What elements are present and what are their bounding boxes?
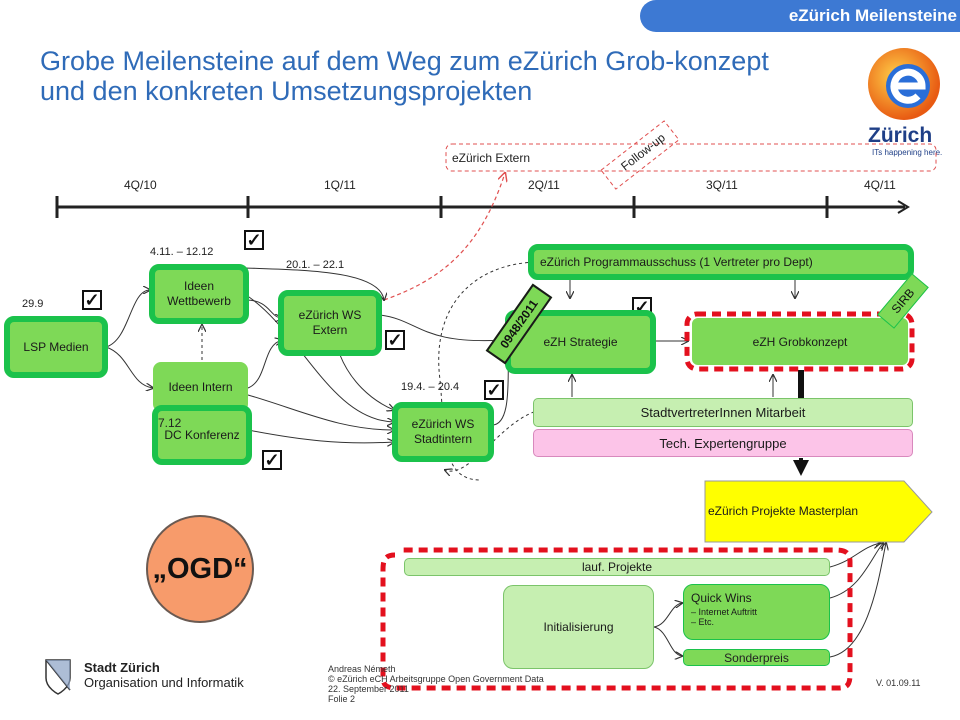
box-quick-wins: Quick Wins – Internet Auftritt – Etc. <box>683 584 830 640</box>
city-crest-icon <box>45 659 71 695</box>
logo-tagline: ITs happening here. <box>872 148 943 157</box>
ogd-circle: „OGD“ <box>146 515 254 623</box>
ezuerich-logo-icon <box>868 48 940 120</box>
date-label: 29.9 <box>22 298 44 310</box>
quarter-label-2: 1Q/11 <box>324 178 356 192</box>
extern-frame <box>445 143 937 172</box>
checkbox-icon: ✓ <box>484 380 504 400</box>
bar-lauf-projekte: lauf. Projekte <box>404 558 830 576</box>
projects-frame <box>380 547 853 691</box>
date-label: 4.11. – 12.12 <box>150 246 214 258</box>
date-label: 20.1. – 22.1 <box>286 259 345 271</box>
box-programmausschuss: eZürich Programmausschuss (1 Vertreter p… <box>528 244 914 280</box>
date-label: 7.12 <box>158 416 182 430</box>
box-dc-konferenz: DC Konferenz <box>152 405 252 465</box>
quick-wins-title: Quick Wins <box>691 591 752 605</box>
quarter-label-3: 2Q/11 <box>528 178 560 192</box>
header-tab <box>640 0 960 32</box>
date-label: 19.4. – 20.4 <box>401 381 460 393</box>
checkbox-icon: ✓ <box>82 290 102 310</box>
quick-wins-item: – Internet Auftritt <box>691 607 758 617</box>
box-masterplan: eZürich Projekte Masterplan <box>708 504 859 518</box>
box-ideen-wettbewerb: Ideen Wettbewerb <box>149 264 249 324</box>
page-title: Grobe Meilensteine auf dem Weg zum eZüri… <box>40 46 769 106</box>
quarter-label-4: 3Q/11 <box>706 178 738 192</box>
bar-tech-expertengruppe: Tech. Expertengruppe <box>533 429 913 457</box>
checkbox-icon: ✓ <box>244 230 264 250</box>
box-ws-extern: eZürich WS Extern <box>278 290 382 356</box>
box-initialisierung: Initialisierung <box>503 585 654 669</box>
version-label: V. 01.09.11 <box>876 678 921 688</box>
box-lsp-medien: LSP Medien <box>4 316 108 378</box>
logo-text: Zürich <box>868 124 933 147</box>
quarter-label-5: 4Q/11 <box>864 178 896 192</box>
quarter-label-1: 4Q/10 <box>124 178 157 192</box>
box-ezh-grobkonzept: eZH Grobkonzept <box>692 318 908 365</box>
timeline-axis <box>55 196 910 218</box>
footer-meta: Andreas Németh © eZürich eCH Arbeitsgrup… <box>328 664 544 704</box>
quick-wins-item: – Etc. <box>691 617 715 627</box>
checkbox-icon: ✓ <box>385 330 405 350</box>
header-tab-label: eZürich Meilensteine <box>788 6 957 25</box>
masterplan-shape <box>704 480 933 543</box>
bar-sonderpreis: Sonderpreis <box>683 649 830 666</box>
checkbox-icon: ✓ <box>262 450 282 470</box>
footer-org: Stadt Zürich Organisation und Informatik <box>84 660 244 690</box>
extern-label: eZürich Extern <box>452 151 531 165</box>
box-ws-stadtintern: eZürich WS Stadtintern <box>392 402 494 462</box>
bar-stadtvertreter: StadtvertreterInnen Mitarbeit <box>533 398 913 427</box>
